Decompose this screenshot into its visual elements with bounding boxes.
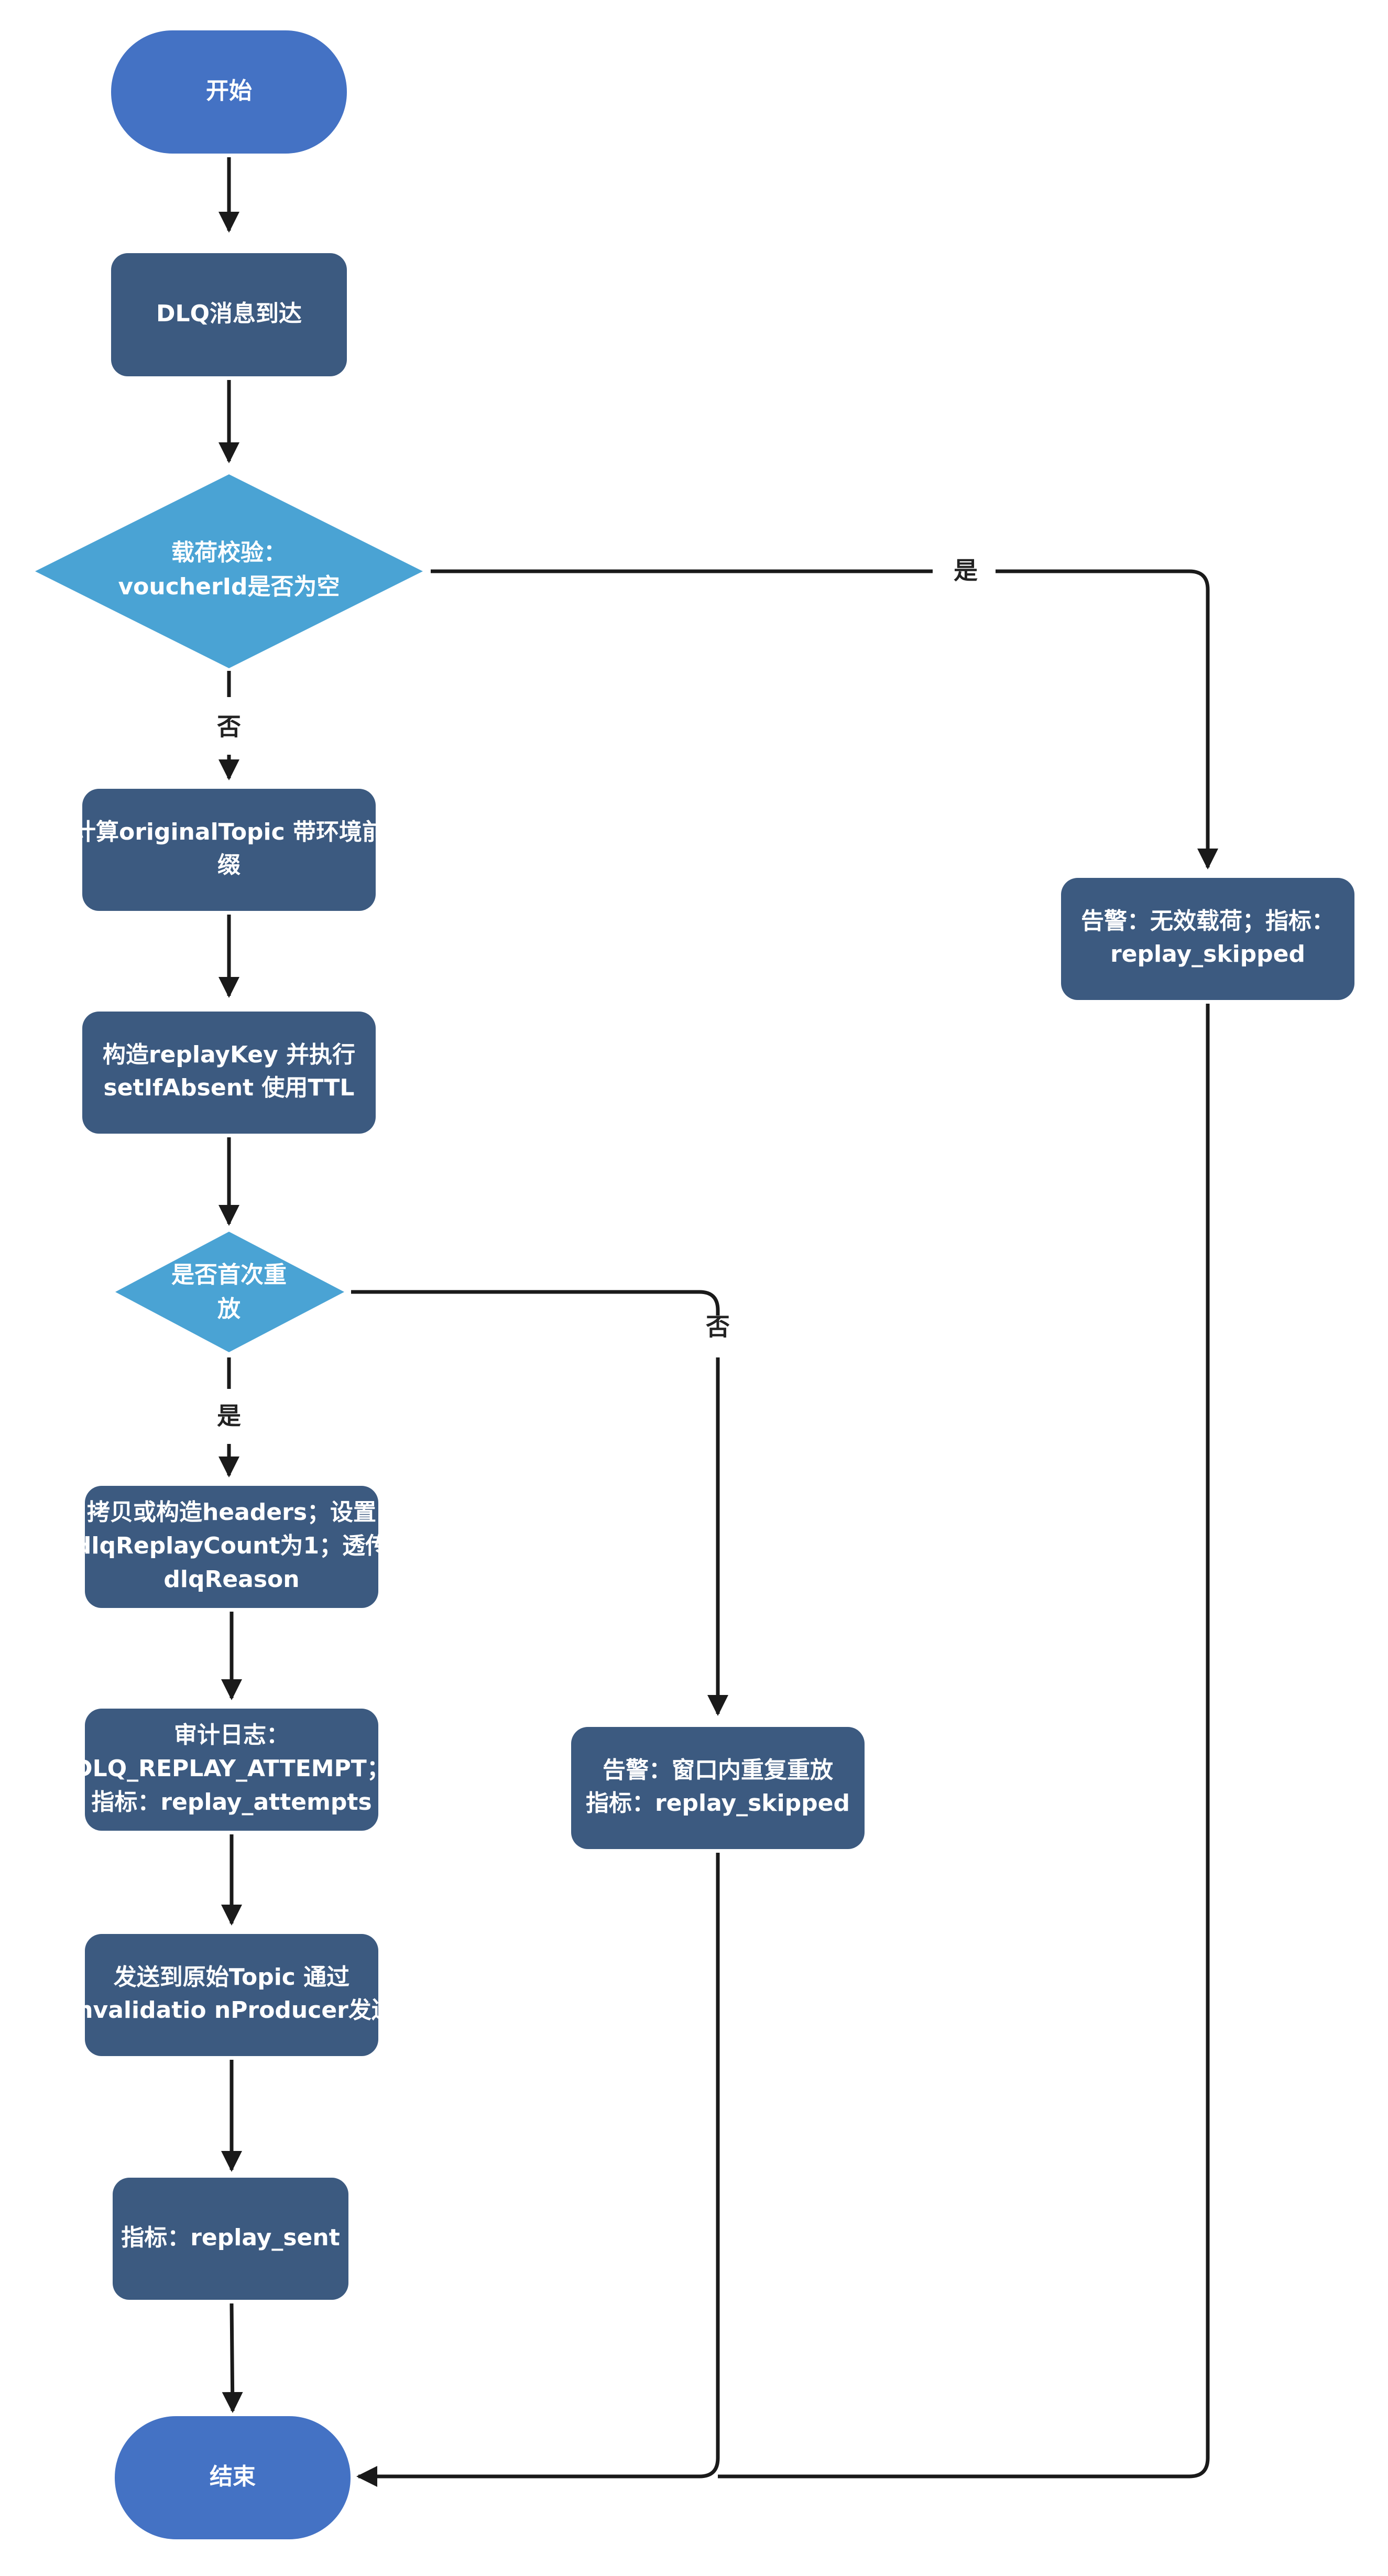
edge-label-first-no: 否 — [706, 1313, 730, 1341]
payload-check-line-1: 载荷校验： — [171, 539, 287, 566]
dlq-arrive-node — [111, 253, 347, 376]
audit-log-line-1: 审计日志： — [174, 1722, 289, 1748]
start-label: 开始 — [206, 78, 252, 104]
audit-log-line-3: 指标：replay_attempts — [91, 1789, 371, 1816]
copy-headers-line-1: 拷贝或构造headers；设置 — [87, 1499, 376, 1526]
replay-key-node — [82, 1012, 376, 1134]
first-replay-line-2: 放 — [217, 1296, 241, 1322]
calc-topic-node — [82, 789, 376, 911]
send-topic-line-2: invalidatio nProducer发送 — [69, 1997, 395, 2024]
first-replay-line-1: 是否首次重 — [171, 1262, 287, 1288]
alert-invalid-line-1: 告警：无效载荷；指标： — [1081, 908, 1335, 934]
alert-duplicate-node — [571, 1727, 865, 1849]
alert-invalid-node — [1061, 878, 1354, 1000]
edge-metric-to-end — [222, 2303, 243, 2413]
edge-label-first-yes: 是 — [217, 1402, 241, 1430]
dlq-arrive-label: DLQ消息到达 — [156, 300, 302, 327]
edge-label-check-no: 否 — [217, 713, 241, 741]
edge-invalid-to-end — [718, 1004, 1210, 2479]
copy-headers-node — [85, 1486, 378, 1608]
metric-sent-label: 指标：replay_sent — [121, 2224, 340, 2251]
metric-sent-node — [113, 2178, 348, 2300]
copy-headers-line-2: dlqReplayCount为1；透传 — [75, 1532, 388, 1559]
send-topic-node — [85, 1934, 378, 2056]
edge-check-yes-2 — [996, 569, 1218, 869]
edge-first-no — [351, 1290, 720, 1316]
replay-key-line-2: setIfAbsent 使用TTL — [104, 1074, 355, 1101]
send-topic-line-1: 发送到原始Topic 通过 — [114, 1964, 349, 1991]
alert-invalid-line-2: replay_skipped — [1110, 941, 1305, 968]
end-node — [115, 2416, 351, 2539]
audit-log-line-2: DLQ_REPLAY_ATTEMPT； — [73, 1755, 390, 1782]
payload-check-decision — [35, 474, 423, 668]
edge-label-check-yes: 是 — [954, 557, 978, 585]
first-replay-decision — [115, 1232, 344, 1352]
edge-duplicate-to-end — [356, 1853, 720, 2487]
start-node — [111, 30, 347, 154]
end-label: 结束 — [210, 2463, 256, 2490]
copy-headers-line-3: dlqReason — [163, 1566, 299, 1593]
calc-topic-line-1: 计算originalTopic 带环境前 — [73, 819, 385, 845]
alert-duplicate-line-2: 指标：replay_skipped — [586, 1790, 850, 1817]
payload-check-line-2: voucherId是否为空 — [118, 573, 340, 600]
calc-topic-line-2: 缀 — [217, 852, 241, 878]
audit-log-node — [85, 1709, 378, 1831]
alert-duplicate-line-1: 告警：窗口内重复重放 — [603, 1757, 833, 1784]
replay-key-line-1: 构造replayKey 并执行 — [103, 1041, 355, 1068]
